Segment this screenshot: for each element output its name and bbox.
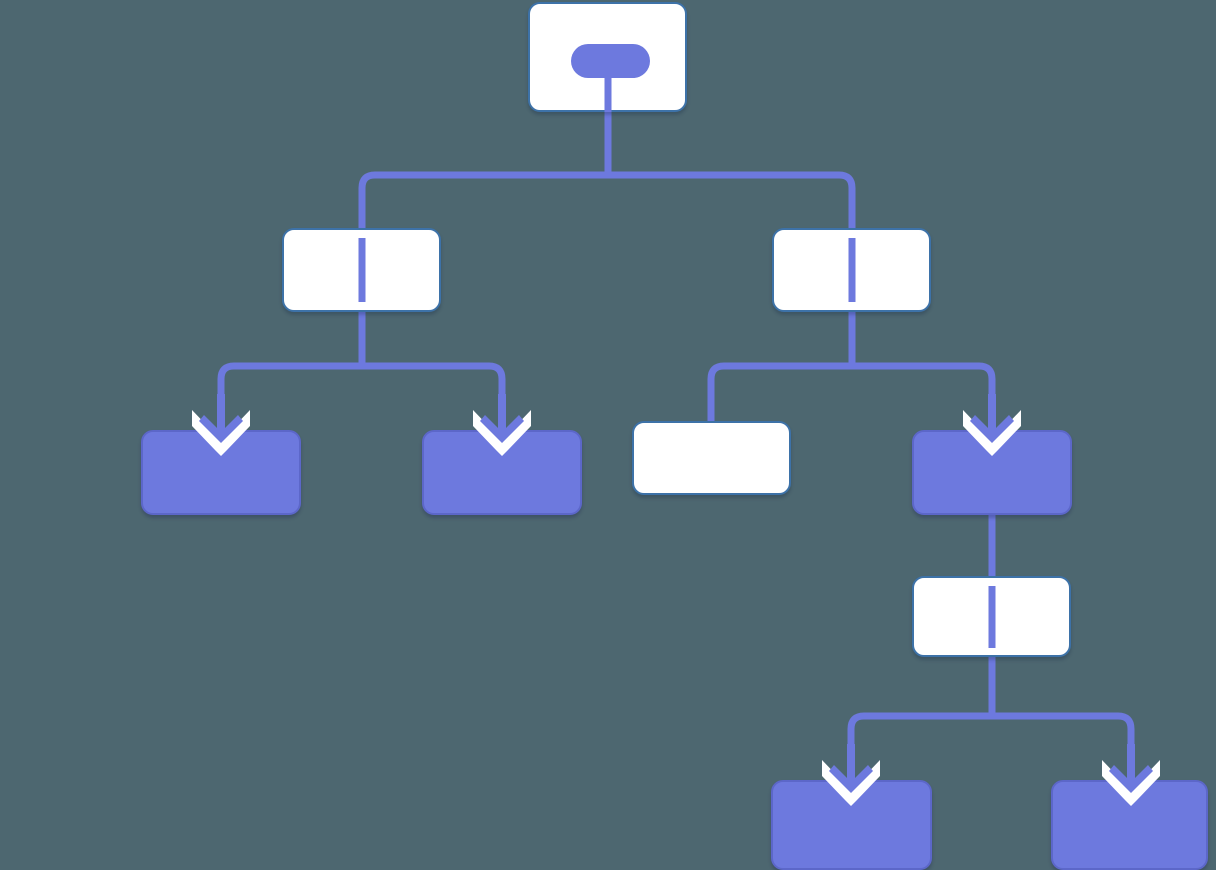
leaf-node-2[interactable] — [422, 430, 582, 515]
branch-node-left[interactable] — [282, 228, 441, 312]
branch-node-deep[interactable] — [912, 430, 1072, 515]
leaf-node-4[interactable] — [1051, 780, 1208, 870]
sub-branch-node[interactable] — [912, 576, 1071, 657]
empty-node[interactable] — [632, 421, 791, 495]
leaf-node-3[interactable] — [771, 780, 932, 870]
root-node[interactable] — [528, 2, 687, 112]
leaf-node-1[interactable] — [141, 430, 301, 515]
root-pill-badge — [571, 44, 650, 78]
branch-node-right[interactable] — [772, 228, 931, 312]
